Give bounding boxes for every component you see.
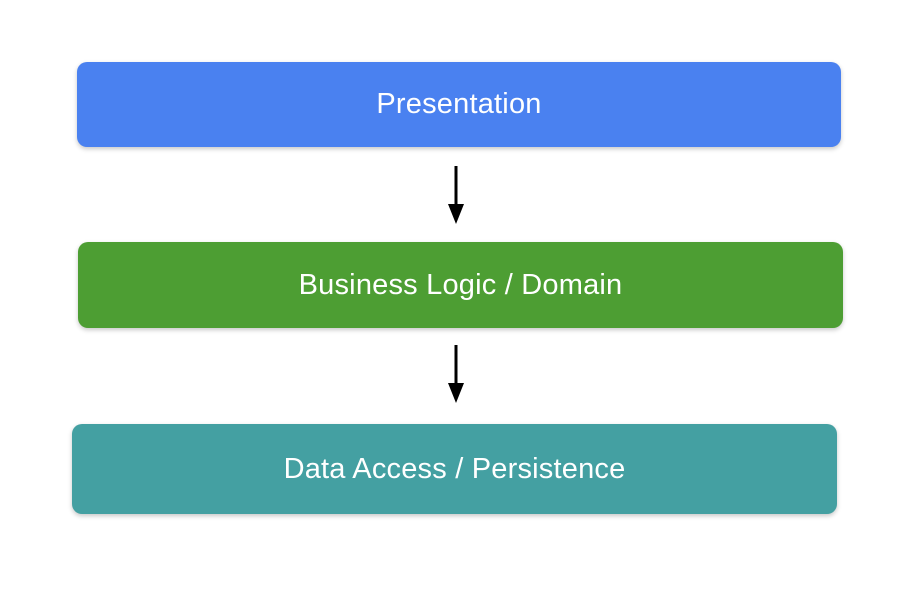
layer-box-data-access: Data Access / Persistence	[72, 424, 837, 514]
layer-box-business-logic: Business Logic / Domain	[78, 242, 843, 328]
layer-box-presentation: Presentation	[77, 62, 841, 147]
down-arrow-icon	[448, 345, 464, 403]
down-arrow-icon	[448, 166, 464, 224]
layer-label-presentation: Presentation	[376, 88, 542, 120]
layer-label-data-access: Data Access / Persistence	[283, 452, 626, 485]
layer-label-business-logic: Business Logic / Domain	[298, 268, 623, 301]
